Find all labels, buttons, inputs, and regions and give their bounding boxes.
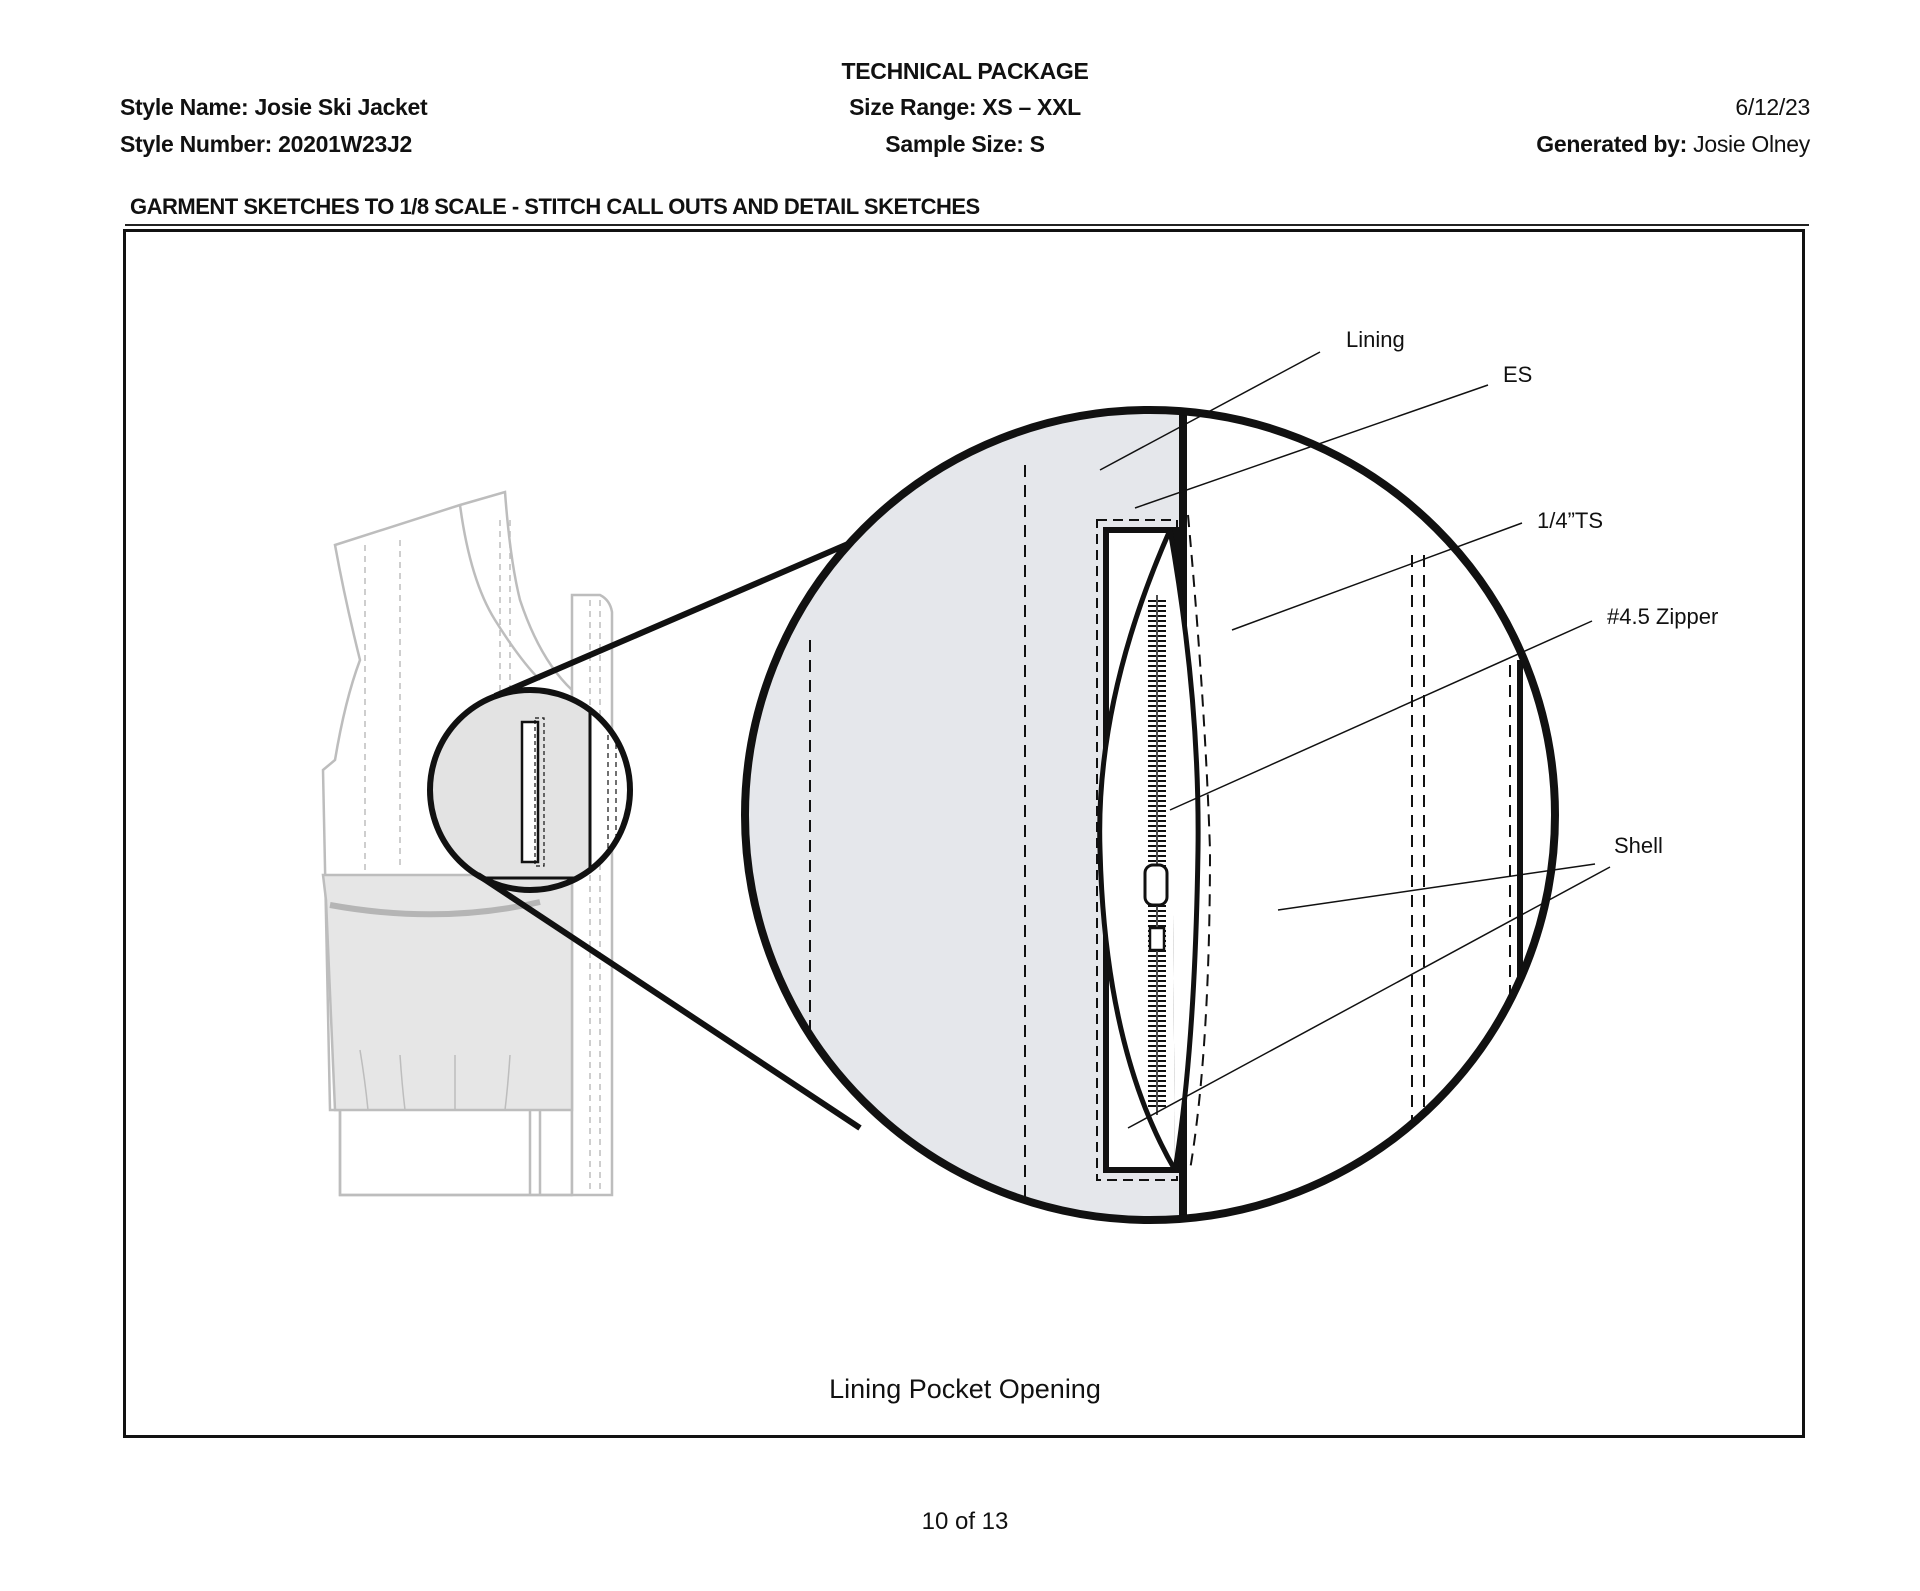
sketch-caption: Lining Pocket Opening: [829, 1374, 1101, 1404]
size-range-label: Size Range:: [849, 94, 977, 120]
page-number: 10 of 13: [921, 1508, 1009, 1535]
generated-by-value: Josie Olney: [1693, 131, 1810, 157]
generated-by-label: Generated by:: [1536, 131, 1688, 157]
document-title: TECHNICAL PACKAGE: [841, 58, 1089, 84]
sketch-frame: [123, 229, 1805, 1438]
callout-zipper: #4.5 Zipper: [1607, 604, 1719, 629]
sample-size-value: S: [1029, 131, 1045, 157]
sample-size-row: Sample Size: S: [0, 131, 1920, 158]
small-magnifier: [427, 687, 633, 893]
style-number-label: Style Number:: [120, 131, 273, 157]
style-number-value: 20201W23J2: [278, 131, 412, 157]
callout-topstitch: 1/4”TS: [1537, 508, 1604, 533]
large-magnifier: [741, 406, 1559, 1224]
style-name-value: Josie Ski Jacket: [254, 94, 428, 120]
callout-shell: Shell: [1614, 833, 1663, 858]
callout-lining: Lining: [1346, 327, 1405, 352]
document-date: 6/12/23: [1735, 94, 1810, 120]
size-range-value: XS – XXL: [982, 94, 1081, 120]
style-name-row: Style Name: Josie Ski Jacket: [120, 94, 428, 121]
callout-leaders: [1099, 351, 1611, 1129]
style-name-label: Style Name:: [120, 94, 249, 120]
style-number-row: Style Number: 20201W23J2: [120, 131, 412, 158]
size-range-row: Size Range: XS – XXL: [0, 94, 1920, 121]
section-rule: [125, 224, 1809, 226]
section-title: GARMENT SKETCHES TO 1/8 SCALE - STITCH C…: [130, 194, 980, 219]
sample-size-label: Sample Size:: [885, 131, 1024, 157]
callout-edge-stitch: ES: [1503, 362, 1533, 387]
generated-by-row: Generated by: Josie Olney: [1536, 131, 1810, 158]
